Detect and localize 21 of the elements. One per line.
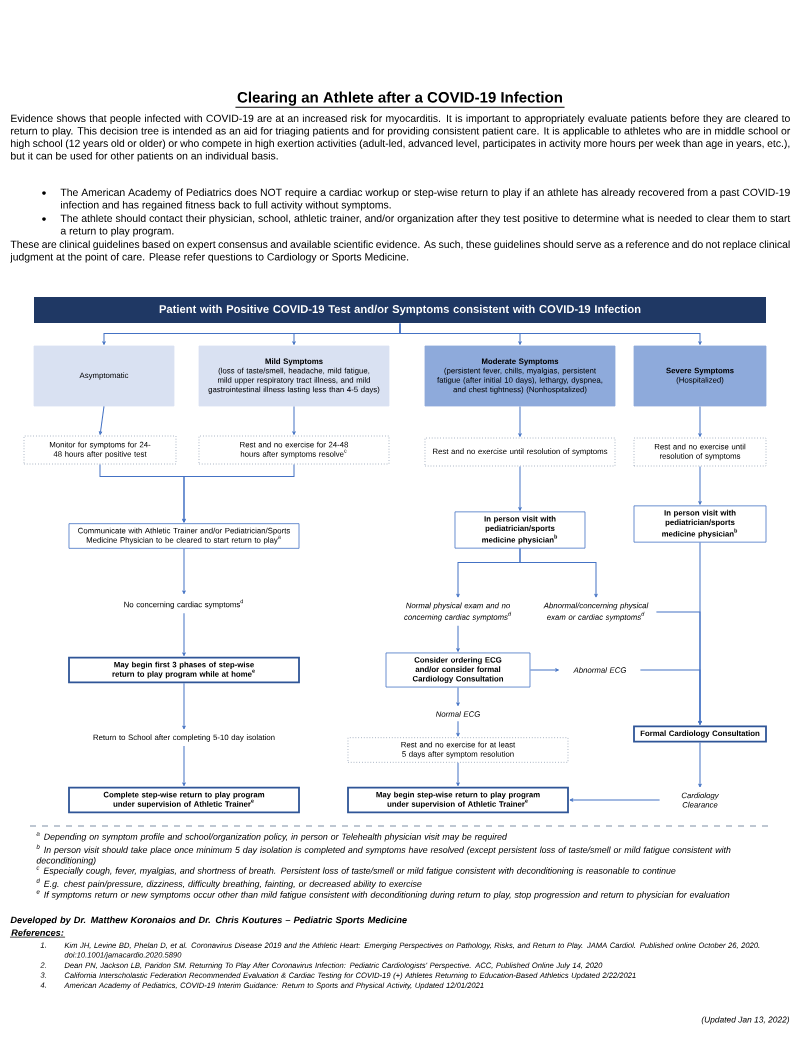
arrow (698, 742, 702, 788)
arrow (456, 686, 460, 707)
arrow (182, 745, 186, 787)
arrow (518, 465, 522, 511)
arrow (98, 405, 105, 435)
arrow (529, 668, 559, 672)
arrow (182, 548, 186, 595)
arrow (698, 405, 702, 437)
arrow (182, 612, 186, 657)
arrow (292, 405, 296, 435)
arrow (182, 463, 295, 523)
arrow (569, 798, 661, 802)
arrow (456, 625, 460, 652)
arrow (182, 682, 186, 730)
arrow (456, 720, 460, 737)
arrow (698, 542, 702, 725)
arrow (518, 405, 522, 437)
arrow (399, 322, 702, 345)
arrow (519, 548, 598, 598)
arrow (698, 465, 702, 505)
arrow (456, 762, 460, 787)
